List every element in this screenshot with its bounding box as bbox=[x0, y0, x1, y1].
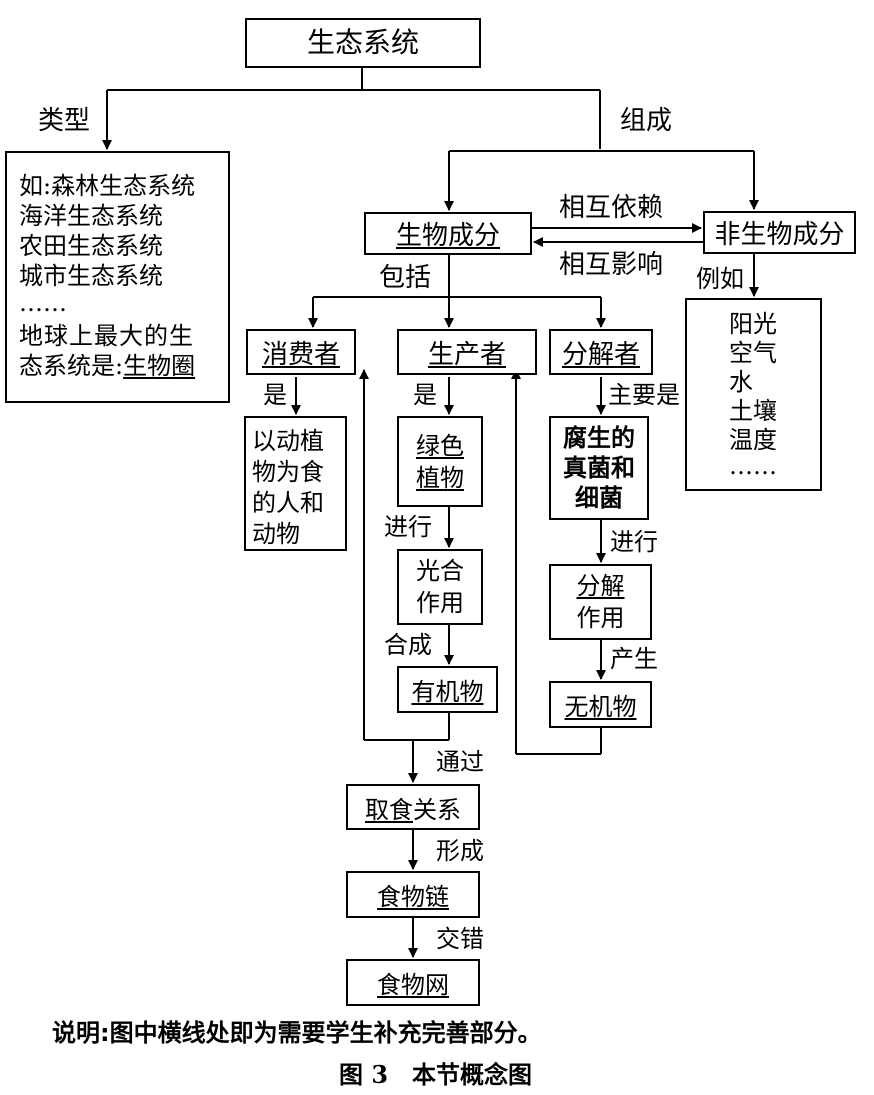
abiotic-item: 水 bbox=[729, 368, 753, 396]
biotic-component-node: 生物成分 bbox=[364, 212, 532, 255]
types-line: 农田生态系统 bbox=[19, 232, 163, 260]
inorganic-matter-label: 无机物 bbox=[564, 693, 637, 721]
decomposition-box: 分解 作用 bbox=[549, 564, 652, 640]
mutual-influence-label: 相互影响 bbox=[559, 250, 664, 280]
abiotic-examples-box: 阳光 空气 水 土壤 温度 …… bbox=[685, 298, 822, 491]
decomposer-process-edge: 进行 bbox=[610, 528, 658, 556]
types-line: 海洋生态系统 bbox=[19, 202, 163, 230]
consumer-node: 消费者 bbox=[246, 329, 356, 375]
food-chain-box: 食物链 bbox=[346, 871, 480, 918]
decomposer-node: 分解者 bbox=[549, 329, 653, 375]
abiotic-component-label: 非生物成分 bbox=[714, 220, 845, 250]
abiotic-component-node: 非生物成分 bbox=[703, 211, 856, 254]
decomposer-kind-line: 细菌 bbox=[575, 483, 623, 512]
decomposer-kind-line: 腐生的 bbox=[563, 423, 635, 452]
food-chain-label: 食物链 bbox=[377, 883, 449, 911]
producer-label: 生产者 bbox=[427, 339, 506, 370]
feeding-relation-box: 取食关系 bbox=[346, 784, 480, 830]
photosynthesis-box: 光合 作用 bbox=[397, 549, 483, 625]
producer-product-edge: 合成 bbox=[384, 631, 432, 659]
organic-matter-label: 有机物 bbox=[411, 678, 484, 706]
abiotic-item: 阳光 bbox=[729, 310, 777, 338]
biotic-includes-label: 包括 bbox=[379, 263, 432, 293]
types-edge-label: 类型 bbox=[38, 106, 91, 136]
consumer-is-label: 是 bbox=[263, 381, 287, 409]
abiotic-example-label: 例如 bbox=[696, 265, 744, 293]
producer-process-line: 光合 bbox=[416, 557, 464, 585]
producer-is-label: 是 bbox=[413, 381, 437, 409]
types-line: 如:森林生态系统 bbox=[19, 172, 196, 200]
abiotic-item: 空气 bbox=[729, 339, 777, 367]
types-line: 态系统是: bbox=[19, 352, 124, 380]
abiotic-item: …… bbox=[729, 452, 777, 480]
consumer-label: 消费者 bbox=[261, 339, 340, 370]
feeding-rest: 关系 bbox=[413, 795, 461, 824]
inorganic-matter-box: 无机物 bbox=[549, 681, 652, 728]
footer-note: 说明:图中横线处即为需要学生补充完善部分。 bbox=[52, 1019, 542, 1047]
types-line: 城市生态系统 bbox=[19, 262, 163, 290]
consumer-desc-line: 以动植 bbox=[252, 427, 324, 455]
saprophytic-box: 腐生的 真菌和 细菌 bbox=[549, 416, 649, 520]
decomposer-process-line: 作用 bbox=[576, 604, 625, 632]
decomposer-product-edge: 产生 bbox=[610, 645, 658, 673]
consumer-desc-line: 动物 bbox=[252, 520, 300, 548]
biotic-component-label: 生物成分 bbox=[395, 221, 500, 251]
types-line: …… bbox=[19, 289, 67, 317]
producer-kind-line: 绿色 bbox=[416, 431, 464, 460]
decomposer-mainly-label: 主要是 bbox=[608, 381, 680, 409]
food-web-box: 食物网 bbox=[346, 959, 480, 1006]
producer-process-edge: 进行 bbox=[384, 513, 432, 541]
abiotic-item: 温度 bbox=[729, 426, 777, 454]
consumer-desc-line: 的人和 bbox=[252, 489, 324, 517]
feeding-underlined: 取食 bbox=[365, 795, 413, 824]
food-web-label: 食物网 bbox=[377, 971, 449, 999]
abiotic-item: 土壤 bbox=[729, 397, 777, 425]
mutual-dependence-label: 相互依赖 bbox=[559, 193, 664, 223]
composition-edge-label: 组成 bbox=[620, 106, 673, 136]
producer-process-line: 作用 bbox=[416, 589, 464, 617]
types-line: 地球上最大的生 bbox=[19, 322, 194, 350]
organic-matter-box: 有机物 bbox=[397, 666, 498, 713]
consumer-desc-line: 物为食 bbox=[252, 458, 324, 486]
decomposer-process-line: 分解 bbox=[576, 572, 625, 600]
consumer-description-box: 以动植 物为食 的人和 动物 bbox=[244, 416, 347, 551]
via-label: 通过 bbox=[436, 748, 484, 776]
form-label: 形成 bbox=[436, 837, 484, 865]
biosphere-answer: 生物圈 bbox=[123, 352, 196, 380]
figure-caption: 图 3 本节概念图 bbox=[339, 1060, 533, 1089]
interweave-label: 交错 bbox=[436, 925, 484, 953]
decomposer-label: 分解者 bbox=[561, 339, 640, 370]
root-label: 生态系统 bbox=[306, 26, 419, 59]
root-node: 生态系统 bbox=[245, 18, 481, 68]
ecosystem-types-box: 如:森林生态系统 海洋生态系统 农田生态系统 城市生态系统 …… 地球上最大的生… bbox=[5, 151, 230, 403]
decomposer-kind-line: 真菌和 bbox=[563, 453, 635, 482]
producer-kind-line: 植物 bbox=[416, 463, 464, 492]
producer-node: 生产者 bbox=[397, 329, 537, 375]
green-plant-box: 绿色 植物 bbox=[397, 416, 483, 507]
